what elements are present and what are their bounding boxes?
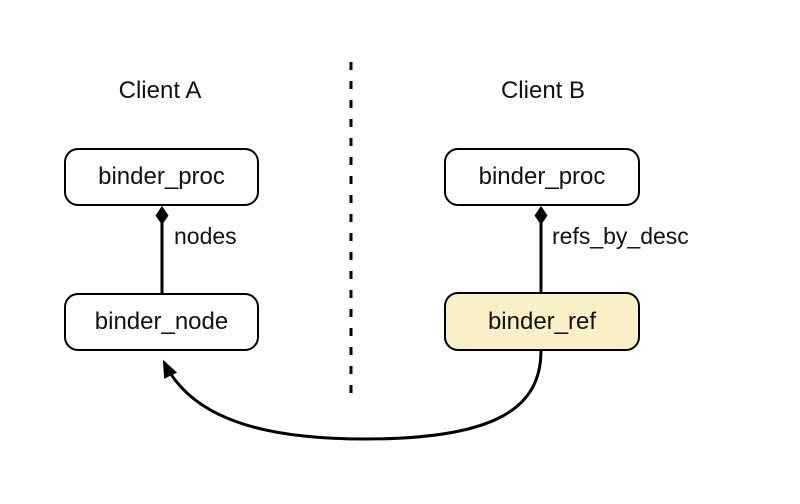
edge-refs-by-desc xyxy=(534,206,548,293)
node-binder-node-client-a: binder_node xyxy=(64,293,259,351)
edge-label-nodes: nodes xyxy=(174,223,237,249)
node-label: binder_proc xyxy=(478,163,606,190)
node-binder-ref-client-b: binder_ref xyxy=(444,292,640,351)
node-binder-proc-client-a: binder_proc xyxy=(64,148,259,206)
diamond-aggregation-icon xyxy=(534,206,548,225)
column-title-client-a: Client A xyxy=(118,77,202,104)
node-label: binder_node xyxy=(94,308,229,335)
edge-binder-ref-to-binder-node xyxy=(162,350,543,441)
edge-label-refs-by-desc: refs_by_desc xyxy=(552,223,689,249)
column-title-client-b: Client B xyxy=(500,77,586,104)
diamond-aggregation-icon xyxy=(155,206,169,225)
node-label: binder_ref xyxy=(487,307,597,335)
node-label: binder_proc xyxy=(98,163,225,190)
edge-nodes xyxy=(155,206,169,294)
node-binder-proc-client-b: binder_proc xyxy=(444,148,640,206)
